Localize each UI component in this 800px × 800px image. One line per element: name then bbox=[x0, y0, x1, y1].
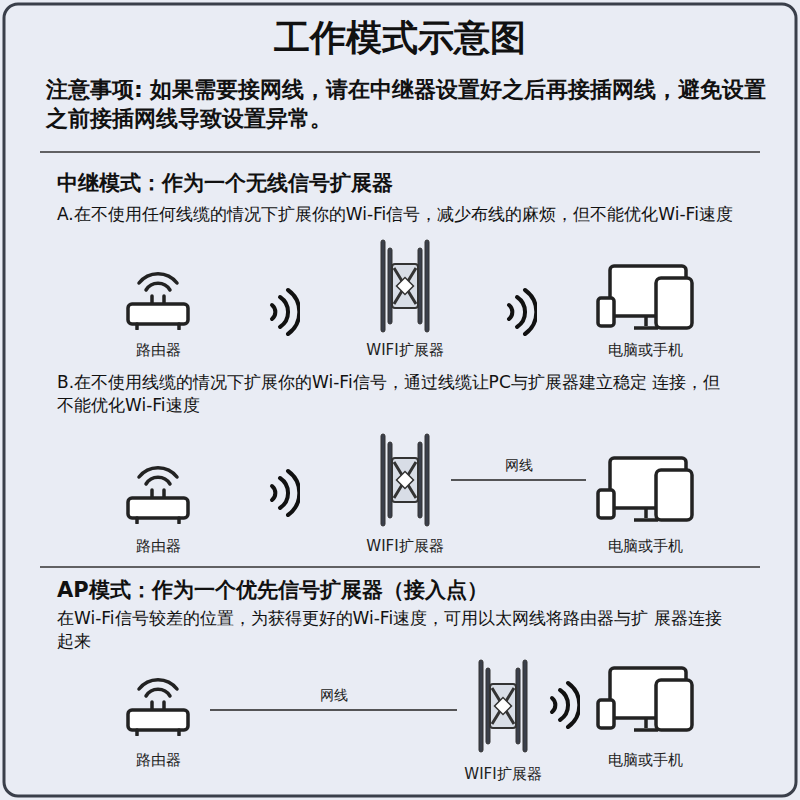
device-label: 路由器 bbox=[106, 751, 210, 770]
device-node: 路由器 bbox=[106, 668, 210, 770]
wifi-waves bbox=[552, 683, 579, 727]
device-node: 电脑或手机 bbox=[586, 262, 704, 360]
section-heading: 中继模式：作为一个无线信号扩展器 bbox=[57, 169, 757, 197]
computer-icon bbox=[598, 458, 692, 520]
device-label: 路由器 bbox=[106, 341, 210, 360]
description: 在Wi-Fi信号较差的位置，为获得更好的Wi-Fi速度，可用以太网线将路由器与扩… bbox=[57, 607, 737, 653]
wifi-waves bbox=[272, 290, 299, 334]
computer-icon bbox=[598, 266, 692, 328]
description: B.在不使用线缆的情况下扩展你的Wi-Fi信号，通过线缆让PC与扩展器建立稳定 … bbox=[57, 371, 737, 417]
device-label: WIFI扩展器 bbox=[359, 537, 451, 556]
wifi-waves bbox=[509, 290, 536, 334]
note: 注意事项: 如果需要接网线，请在中继器设置好之后再接插网线，避免设置之前接插网线… bbox=[46, 76, 772, 133]
router-icon bbox=[128, 680, 188, 735]
device-node: WIFI扩展器 bbox=[457, 654, 549, 784]
title: 工作模式示意图 bbox=[0, 16, 800, 59]
separator bbox=[40, 151, 760, 153]
device-node: WIFI扩展器 bbox=[354, 236, 456, 360]
cable-line bbox=[451, 480, 586, 481]
device-node: 路由器 bbox=[106, 262, 210, 360]
device-label: 电脑或手机 bbox=[586, 537, 704, 556]
device-label: 电脑或手机 bbox=[586, 751, 704, 770]
device-label: WIFI扩展器 bbox=[457, 765, 549, 784]
extender-icon bbox=[381, 434, 429, 526]
edge-label: 网线 bbox=[317, 687, 351, 705]
section-heading: AP模式：作为一个优先信号扩展器（接入点） bbox=[57, 576, 757, 604]
wifi-waves bbox=[272, 471, 299, 515]
extender-icon bbox=[381, 240, 429, 332]
device-label: 路由器 bbox=[106, 537, 210, 556]
edge-label: 网线 bbox=[502, 457, 536, 475]
device-node: WIFI扩展器 bbox=[359, 430, 451, 556]
extender-icon bbox=[479, 660, 527, 752]
description: A.在不使用任何线缆的情况下扩展你的Wi-Fi信号，减少布线的麻烦，但不能优化W… bbox=[57, 203, 737, 226]
device-node: 路由器 bbox=[106, 456, 210, 556]
device-node: 电脑或手机 bbox=[586, 662, 704, 770]
device-label: 电脑或手机 bbox=[586, 341, 704, 360]
computer-icon bbox=[598, 668, 692, 730]
device-label: WIFI扩展器 bbox=[354, 341, 456, 360]
router-icon bbox=[128, 468, 188, 523]
router-icon bbox=[128, 274, 188, 329]
frame bbox=[4, 4, 796, 796]
cable-line bbox=[210, 710, 457, 711]
separator bbox=[40, 566, 760, 568]
device-node: 电脑或手机 bbox=[586, 452, 704, 556]
